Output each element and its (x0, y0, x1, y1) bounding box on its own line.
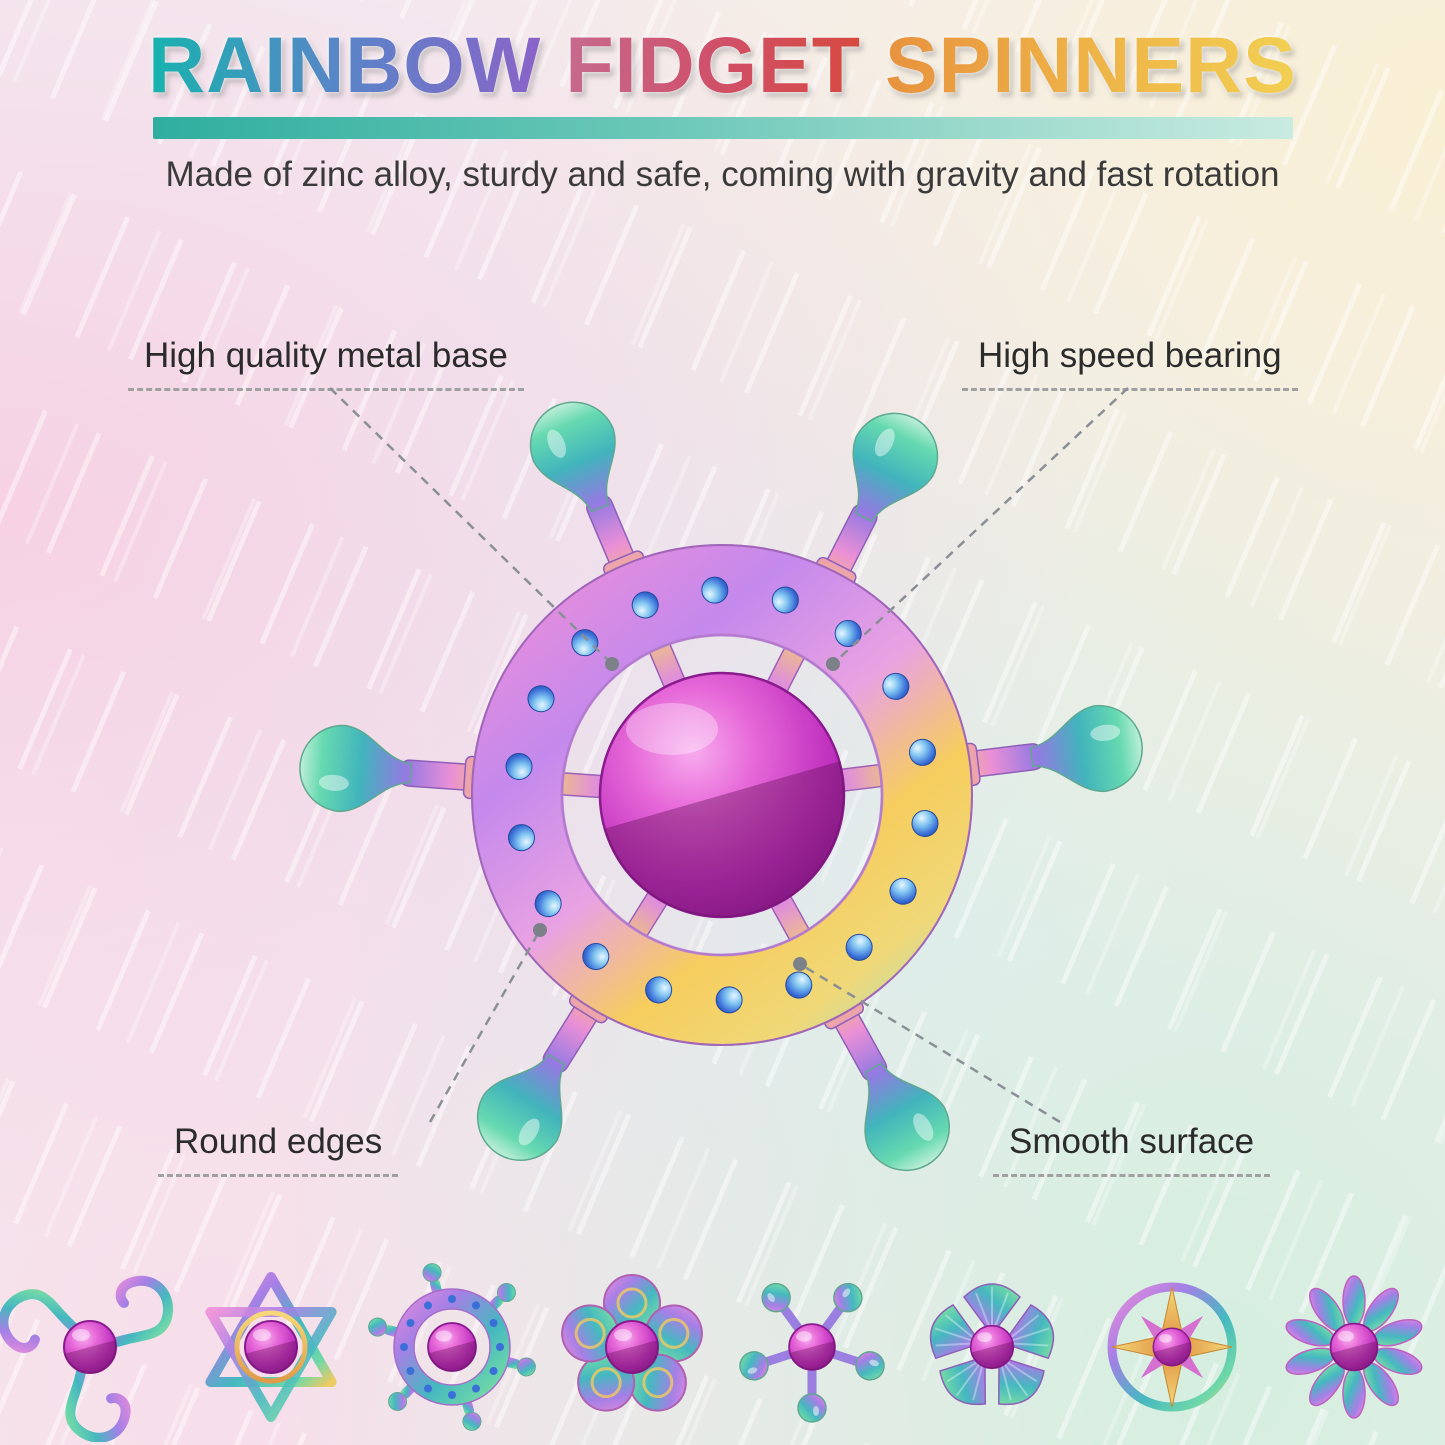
page-title: RAINBOW FIDGET SPINNERS (0, 20, 1445, 109)
title-underline-bar (152, 116, 1293, 139)
title-word-rainbow: RAINBOW (148, 20, 542, 109)
title-word-fidget: FIDGET (565, 20, 861, 109)
callout-smooth-surface: Smooth surface (993, 1122, 1271, 1177)
callout-high-speed-bearing: High speed bearing (962, 336, 1298, 391)
header: RAINBOW FIDGET SPINNERS Made of zinc alloy… (0, 20, 1445, 195)
subtitle: Made of zinc alloy, sturdy and safe, com… (165, 154, 1280, 194)
callout-high-quality-metal-base: High quality metal base (128, 336, 524, 391)
title-word-spinners: SPINNERS (884, 20, 1297, 109)
callout-round-edges: Round edges (158, 1122, 399, 1177)
